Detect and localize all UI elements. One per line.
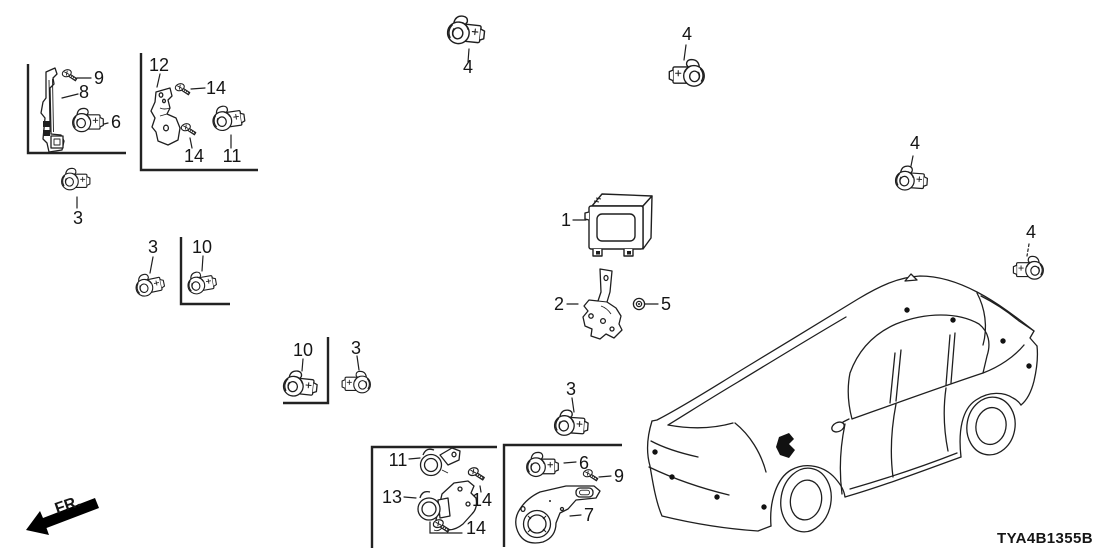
- sensor-icon-3b: [132, 270, 167, 299]
- sensor-icon-3c: [341, 370, 371, 394]
- car-b-pillar: [889, 349, 902, 404]
- part-12-bracket: [150, 87, 181, 146]
- car-rear-lower: [1020, 345, 1039, 406]
- car-side-glass: [847, 314, 990, 420]
- diagram-code: TYA4B1355B: [997, 530, 1093, 547]
- car-roofline: [651, 275, 1035, 422]
- callout-1[interactable]: 1: [561, 210, 571, 230]
- callout-11-b[interactable]: 11: [389, 450, 408, 470]
- callout-6-a[interactable]: 6: [111, 112, 121, 132]
- car-a-pillar: [667, 316, 847, 426]
- screw-icon-14a: [173, 81, 191, 96]
- sensor-icon-4c: [894, 164, 929, 193]
- car-front-and-bumper: [646, 420, 772, 532]
- callout-11-a[interactable]: 11: [223, 146, 242, 166]
- sensor-icon-4d: [1012, 255, 1044, 280]
- callout-3-a[interactable]: 3: [73, 208, 83, 228]
- car-rear-wheel-arch: [959, 392, 1022, 458]
- callout-6-b[interactable]: 6: [579, 453, 589, 473]
- callout-14-a[interactable]: 14: [206, 78, 226, 98]
- group-border-front-kit: [370, 445, 497, 548]
- sensor-icon-6a: [72, 107, 104, 133]
- part-7-bracket: [515, 485, 601, 544]
- callout-14-c[interactable]: 14: [472, 490, 492, 510]
- callout-4-a[interactable]: 4: [463, 57, 473, 77]
- car-cowl: [667, 422, 734, 429]
- fr-arrow-icon: [26, 498, 99, 535]
- callout-13[interactable]: 13: [382, 487, 402, 507]
- callout-5[interactable]: 5: [661, 294, 671, 314]
- group-borders: [26, 53, 622, 548]
- part-13-sensor-bracket: [417, 480, 478, 532]
- sensor-icon-4a: [445, 14, 487, 47]
- control-unit-location-mark: [776, 433, 795, 458]
- car-c-pillar: [945, 332, 956, 386]
- car-spoiler: [980, 295, 1038, 347]
- part-1-control-unit: [584, 193, 653, 257]
- group-border-10-3: [283, 337, 330, 405]
- callout-10-a[interactable]: 10: [192, 237, 212, 257]
- sensor-icon-3d: [553, 408, 590, 438]
- car-rocker-line: [849, 452, 958, 490]
- callout-4-b[interactable]: 4: [682, 24, 692, 44]
- car-antenna-fin: [904, 273, 918, 282]
- group-border-corner-kit: [502, 443, 622, 547]
- group-border-bracket-12: [139, 53, 258, 172]
- callout-14-d[interactable]: 14: [466, 518, 486, 538]
- car-fender-line: [734, 422, 767, 473]
- group-border-3-10: [179, 237, 230, 306]
- sensor-icon-3a: [61, 167, 91, 191]
- car-front-wheel-rim: [789, 479, 823, 521]
- sensor-icon-4b: [668, 58, 705, 87]
- car-mirror-stem: [842, 418, 850, 423]
- sensor-location-dots: [652, 307, 1032, 510]
- car-rear-wheel-rim: [975, 406, 1007, 446]
- callout-3-c[interactable]: 3: [351, 338, 361, 358]
- car-front-wheel: [780, 467, 832, 533]
- callout-10-b[interactable]: 10: [293, 340, 313, 360]
- part-2-bracket: [582, 268, 623, 340]
- part-11-sensor-assembly: [419, 447, 461, 477]
- car-rear-window-line: [976, 292, 987, 346]
- car-illustration: [646, 273, 1039, 533]
- callout-3-b[interactable]: 3: [148, 237, 158, 257]
- callout-9-b[interactable]: 9: [614, 466, 624, 486]
- sensor-icon-10b: [281, 369, 319, 400]
- leader-lines: [61, 44, 1030, 534]
- group-border-bracket-8: [26, 64, 126, 155]
- car-sill: [844, 456, 962, 498]
- car-belt-line-rear: [982, 344, 1025, 374]
- callout-4-c[interactable]: 4: [910, 133, 920, 153]
- callout-2[interactable]: 2: [554, 294, 564, 314]
- sensor-icon-6b: [526, 451, 559, 478]
- callout-8[interactable]: 8: [79, 82, 89, 102]
- car-mirror: [831, 421, 845, 433]
- part-5-nut: [632, 297, 646, 311]
- callout-12[interactable]: 12: [149, 55, 169, 75]
- part-8-bracket: [40, 67, 65, 153]
- car-headlight-line: [650, 440, 699, 458]
- callout-14-b[interactable]: 14: [184, 146, 204, 166]
- callout-7[interactable]: 7: [584, 505, 594, 525]
- screw-icon-14b: [179, 121, 197, 136]
- sensor-icon-11a: [210, 102, 247, 133]
- fr-direction-arrow: FR.: [26, 493, 99, 535]
- car-front-wheel-arch: [770, 465, 846, 527]
- callout-4-d[interactable]: 4: [1026, 222, 1036, 242]
- car-bumper-crease: [648, 466, 730, 496]
- car-rear-wheel: [966, 396, 1016, 456]
- screw-icon-9a: [60, 67, 78, 82]
- screw-icon-14c: [466, 465, 485, 481]
- callout-9-a[interactable]: 9: [94, 68, 104, 88]
- sensor-icon-10a: [185, 268, 218, 296]
- callout-3-d[interactable]: 3: [566, 379, 576, 399]
